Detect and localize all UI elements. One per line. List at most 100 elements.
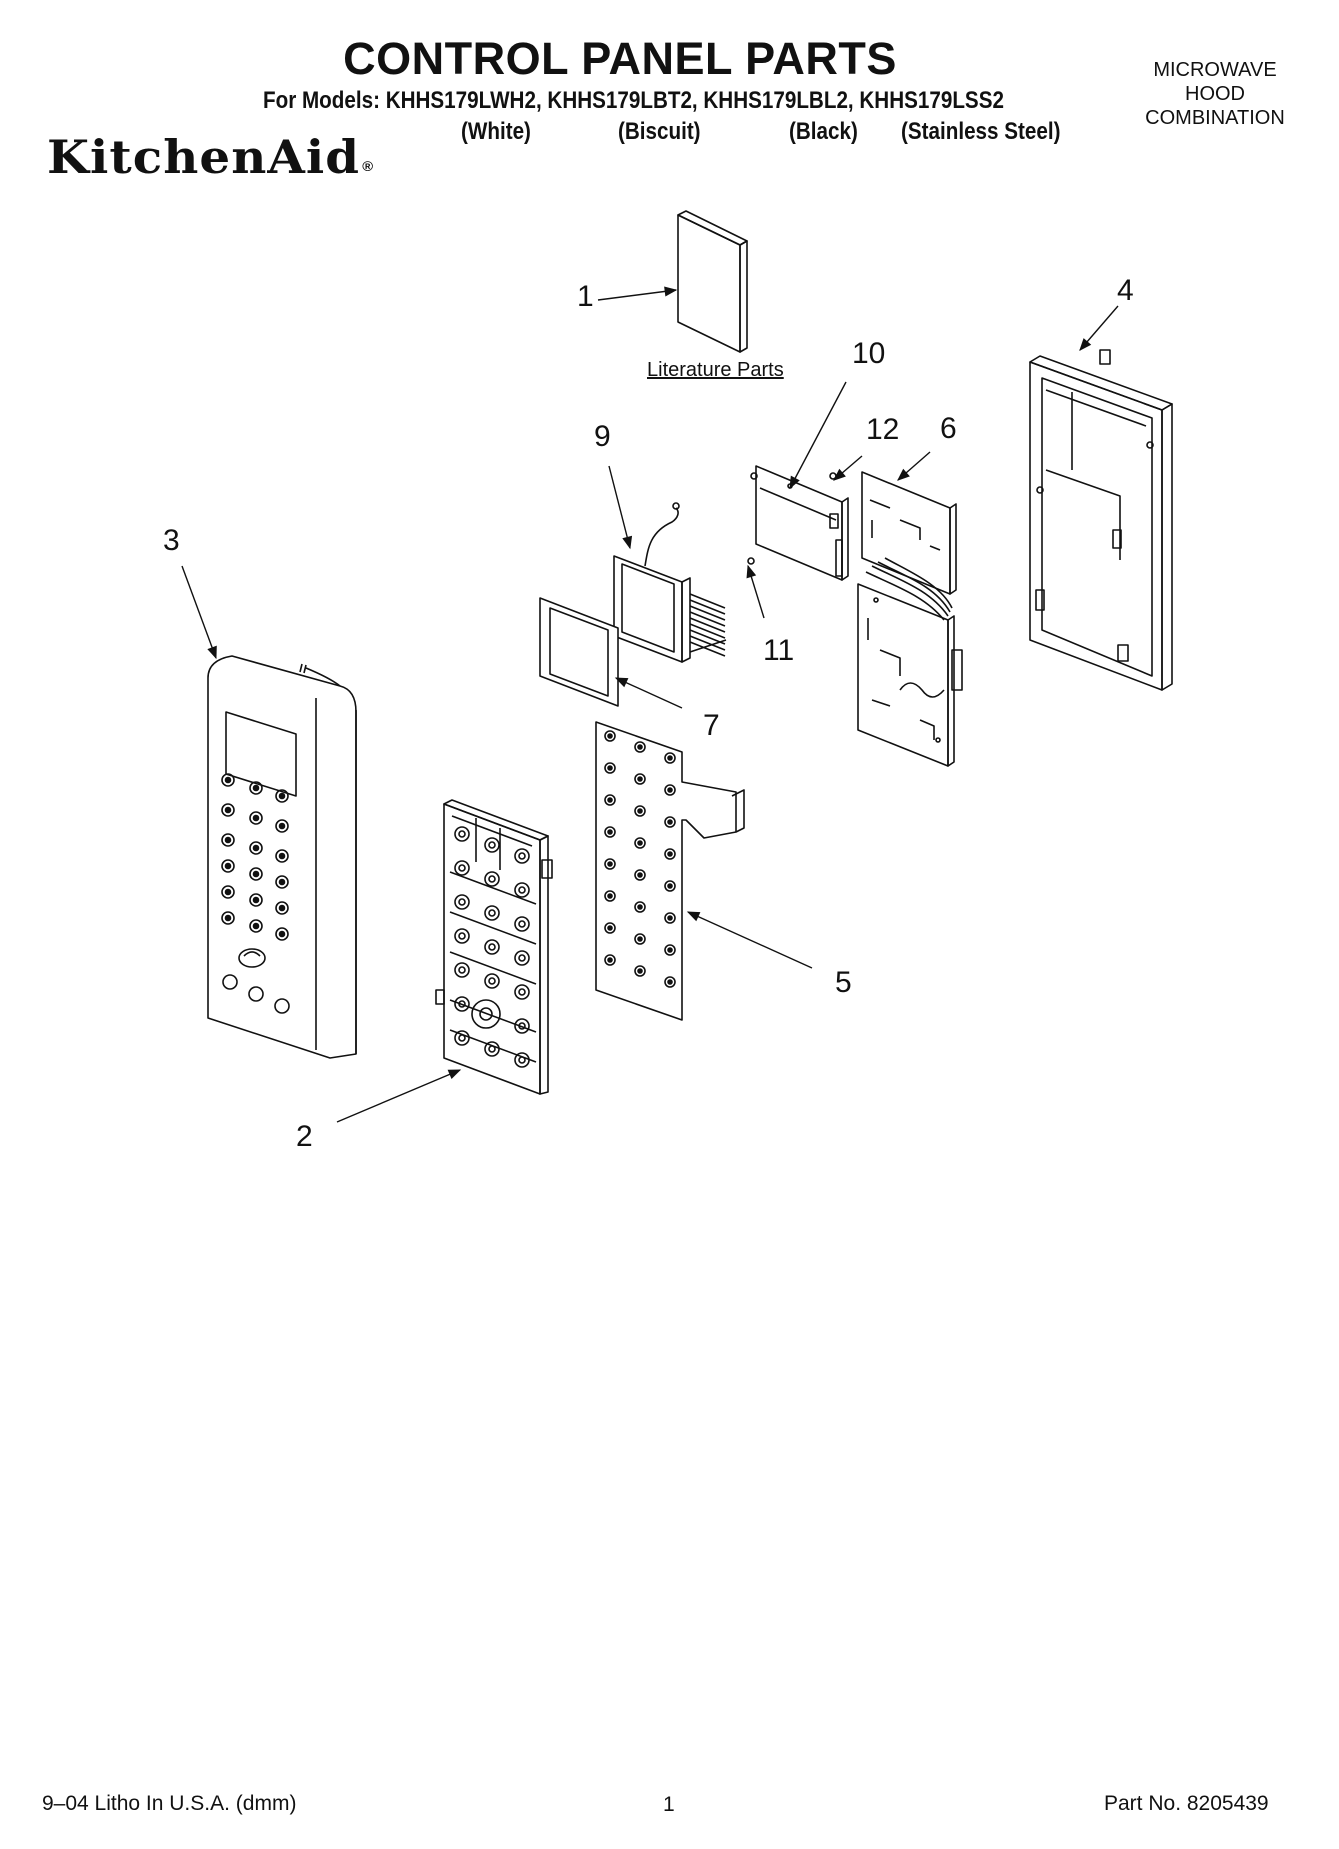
frame-boss-center [459,933,465,939]
leader-3 [182,566,217,660]
panel-button [276,876,288,888]
frame-boss-center [459,899,465,905]
membrane-contact [605,795,615,805]
control-panel-buttons [222,774,289,1013]
panel-button-center [254,786,259,791]
frame-boss [485,838,499,852]
membrane-contact [665,849,675,859]
membrane-contact [635,902,645,912]
callout-1: 1 [577,280,594,313]
membrane-contact [635,774,645,784]
callout-5: 5 [835,966,852,999]
panel-button [222,774,234,786]
frame-boss [485,974,499,988]
frame-boss [515,1053,529,1067]
membrane-contact-center [638,937,642,941]
membrane-contact-center [608,926,612,930]
frame-boss-center [519,989,525,995]
leader-4 [1079,306,1118,351]
frame-boss [485,872,499,886]
display-window [540,598,618,706]
frame-boss-center [519,853,525,859]
frame-boss-center [519,1057,525,1063]
panel-button-center [226,890,231,895]
frame-boss-center [459,1001,465,1007]
frame-boss [485,940,499,954]
finish-stainless: (Stainless Steel) [901,118,1061,145]
keypad-frame-bosses [455,827,529,1067]
display-frame [614,503,726,662]
callout-4: 4 [1117,274,1134,307]
literature-booklet [678,211,747,352]
frame-boss [515,951,529,965]
membrane-contact [605,923,615,933]
frame-boss-center [459,1035,465,1041]
leader-11 [746,564,764,618]
membrane-contact-center [608,958,612,962]
frame-boss-center [489,978,495,984]
membrane-contact-center [608,766,612,770]
membrane-contact-center [638,969,642,973]
product-type: MICROWAVE HOOD COMBINATION [1120,58,1310,130]
panel-button-center [254,872,259,877]
panel-button-center [254,846,259,851]
frame-boss-center [519,955,525,961]
membrane-contact-center [638,873,642,877]
models-line: For Models: KHHS179LWH2, KHHS179LBT2, KH… [263,87,1004,114]
membrane-contact-center [638,809,642,813]
membrane-contact-center [668,788,672,792]
leader-9 [609,466,633,550]
panel-button [222,804,234,816]
frame-boss [455,1031,469,1045]
panel-button [276,902,288,914]
leader-7 [614,678,682,708]
product-type-line-1: MICROWAVE [1153,59,1277,81]
membrane-contact [665,945,675,955]
keypad-membrane-contacts [605,731,675,987]
callout-12: 12 [866,413,900,446]
membrane-contact [635,966,645,976]
panel-button-center [280,932,285,937]
panel-button-center [280,880,285,885]
membrane-contact-center [638,745,642,749]
circuit-board-assembly [858,472,962,766]
product-type-line-2: HOOD [1185,83,1245,105]
screw-12 [830,473,836,479]
frame-boss [485,906,499,920]
frame-boss [515,883,529,897]
keypad-support-frame [436,800,552,1094]
frame-boss-center [519,887,525,893]
print-info: 9–04 Litho In U.S.A. (dmm) [42,1792,297,1815]
panel-button-center [226,808,231,813]
membrane-contact [635,838,645,848]
panel-button-center [280,906,285,911]
frame-boss-center [489,842,495,848]
frame-boss-center [489,910,495,916]
membrane-contact-center [668,756,672,760]
frame-boss-center [459,831,465,837]
panel-button [223,975,237,989]
part-number: Part No. 8205439 [1104,1792,1269,1815]
membrane-contact [665,785,675,795]
membrane-contact-center [608,894,612,898]
page-number: 1 [663,1793,675,1816]
panel-button [276,820,288,832]
membrane-contact-center [668,980,672,984]
membrane-contact-center [668,820,672,824]
finish-black: (Black) [789,118,858,145]
membrane-contact [605,891,615,901]
panel-button [249,987,263,1001]
callout-9: 9 [594,420,611,453]
membrane-contact-center [668,852,672,856]
frame-boss-center [519,921,525,927]
leader-1 [598,286,678,300]
membrane-contact [635,806,645,816]
panel-button-center [254,898,259,903]
panel-button [275,999,289,1013]
membrane-contact-center [608,862,612,866]
screw-11 [748,558,754,564]
registered-mark: ® [362,158,375,174]
frame-boss [455,827,469,841]
callout-3: 3 [163,524,180,557]
membrane-contact [665,881,675,891]
